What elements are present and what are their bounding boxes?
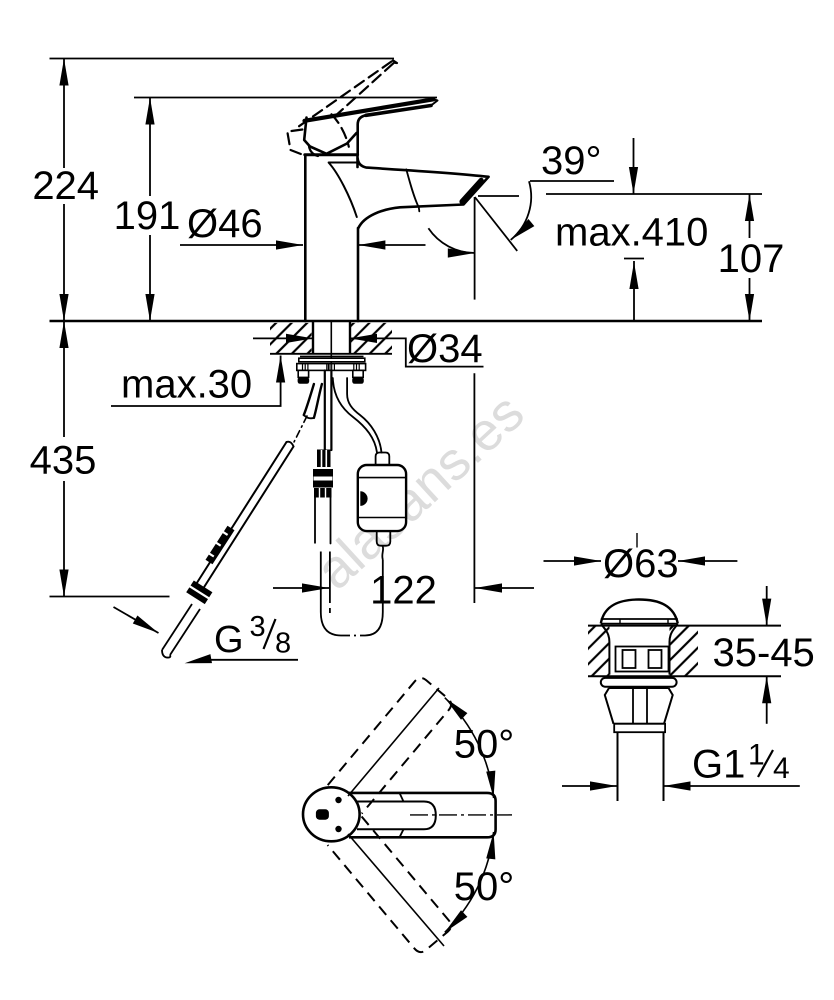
svg-text:122: 122 — [370, 569, 437, 613]
svg-text:39°: 39° — [541, 139, 602, 183]
svg-text:Ø63: Ø63 — [603, 542, 679, 586]
svg-text:35-45: 35-45 — [713, 631, 815, 675]
svg-text:8: 8 — [275, 628, 291, 660]
svg-text:G: G — [214, 619, 244, 661]
svg-text:G1: G1 — [692, 743, 745, 787]
svg-text:1: 1 — [748, 739, 765, 772]
svg-text:191: 191 — [114, 194, 181, 238]
svg-text:Ø34: Ø34 — [407, 327, 483, 371]
svg-text:50°: 50° — [454, 723, 515, 767]
svg-text:3: 3 — [250, 611, 266, 643]
svg-text:107: 107 — [718, 237, 785, 281]
svg-text:50°: 50° — [454, 865, 515, 909]
svg-text:224: 224 — [32, 164, 99, 208]
svg-text:435: 435 — [30, 439, 97, 483]
svg-text:Ø46: Ø46 — [187, 202, 263, 246]
svg-text:max.30: max.30 — [121, 363, 252, 407]
svg-text:4: 4 — [773, 752, 790, 785]
svg-text:max.410: max.410 — [555, 211, 708, 255]
